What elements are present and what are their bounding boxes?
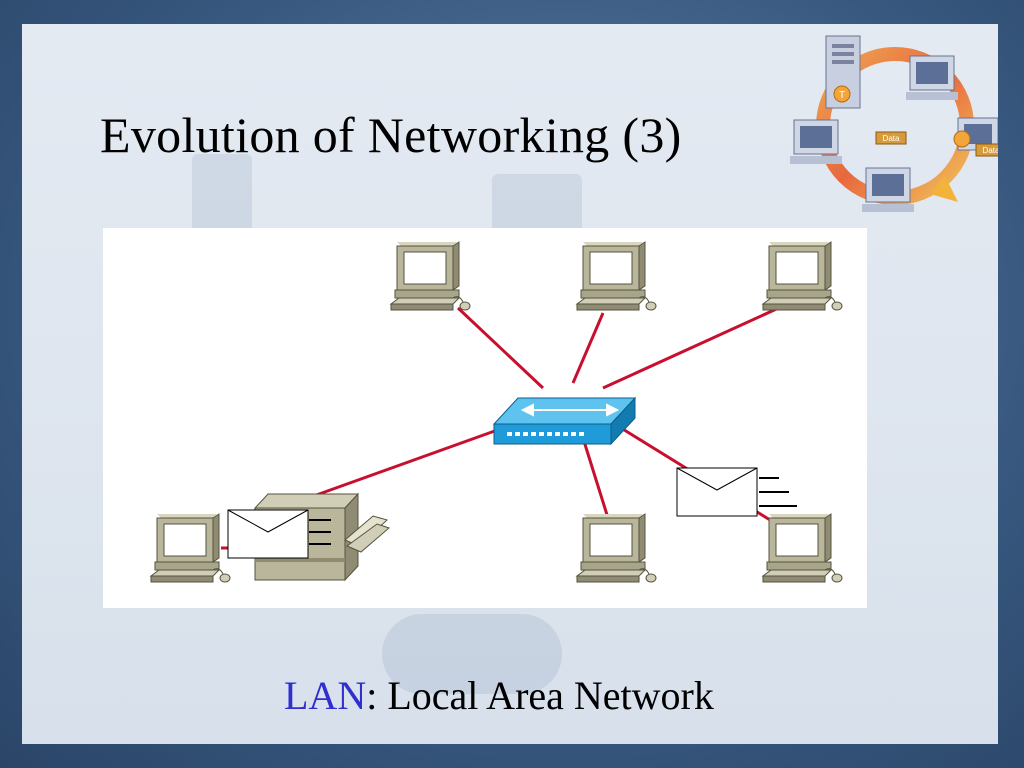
data-tag (975, 143, 998, 157)
computer-top-left (390, 241, 471, 311)
caption-text: : Local Area Network (366, 673, 714, 718)
computer-top-right (762, 241, 843, 311)
caption-acronym: LAN (284, 673, 367, 718)
computer-icon (862, 167, 914, 212)
link-line (307, 426, 504, 500)
link-line (456, 306, 545, 390)
link-line (581, 437, 610, 519)
link-line (602, 304, 784, 390)
computer-bottom-center (576, 513, 657, 583)
background-watermark (382, 614, 562, 694)
slide-caption: LAN: Local Area Network (284, 672, 714, 719)
server-icon (825, 35, 861, 109)
computer-bottom-right (762, 513, 843, 583)
envelope-at-printer (227, 509, 331, 559)
slide-title: Evolution of Networking (3) (100, 107, 682, 163)
computer-icon (790, 119, 842, 164)
slide: Evolution of Networking (3) (22, 24, 998, 744)
svg-text:Data: Data (983, 146, 998, 155)
envelope-right (676, 467, 797, 517)
computer-bottom-left (150, 513, 231, 583)
data-tag (875, 131, 907, 145)
token-icon (953, 130, 971, 148)
computer-icon (906, 55, 958, 100)
computer-top-center (576, 241, 657, 311)
link-line (571, 312, 605, 384)
lan-diagram-svg (150, 241, 843, 583)
lan-diagram (103, 228, 867, 608)
token-icon (833, 85, 851, 103)
svg-text:Data: Data (883, 134, 900, 143)
token-ring-logo: T Data Data (790, 35, 998, 212)
network-switch (492, 396, 637, 446)
svg-text:T: T (839, 90, 845, 101)
